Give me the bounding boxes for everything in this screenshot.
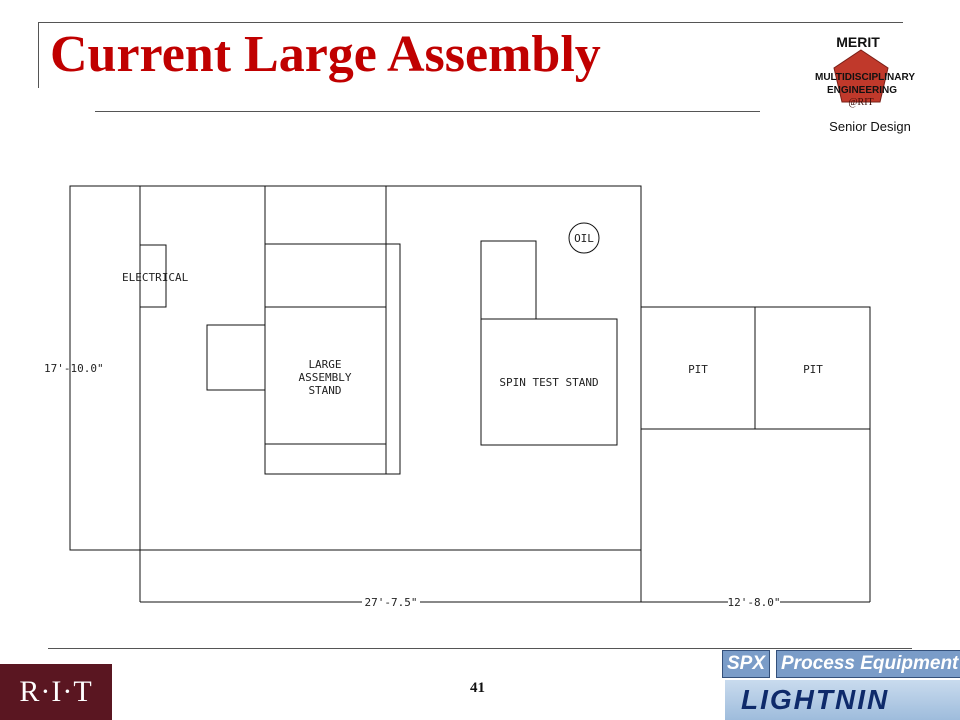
merit-line-rit: @RIT: [848, 97, 874, 108]
merit-senior-design: Senior Design: [829, 119, 911, 134]
title-underline: [95, 111, 760, 112]
label-assembly: ASSEMBLY: [299, 371, 352, 384]
merit-line-engineering: ENGINEERING: [826, 85, 898, 96]
lightnin-logo: LIGHTNIN: [725, 680, 960, 720]
merit-pentagon-icon: [833, 49, 889, 103]
label-pit-right: PIT: [803, 363, 823, 376]
electrical-box: [139, 244, 167, 308]
main-room-outline: [69, 185, 642, 551]
page-number: 41: [470, 680, 485, 696]
merit-title: MERIT: [836, 34, 880, 50]
label-stand: STAND: [308, 384, 341, 397]
slide-top-border: [38, 22, 903, 23]
spin-stand-upper-box: [480, 240, 537, 320]
slide-title: Current Large Assembly: [50, 26, 601, 83]
dimension-width-right: 12'-8.0": [728, 596, 781, 609]
label-large: LARGE: [308, 358, 341, 371]
dimension-height: 17'-10.0": [44, 362, 104, 375]
stand-side-box: [206, 324, 266, 391]
footer-divider: [48, 648, 912, 649]
spin-test-stand-box: [480, 318, 618, 446]
label-spin-test-stand: SPIN TEST STAND: [499, 376, 598, 389]
rit-logo: R·I·T: [0, 664, 112, 720]
dimension-width-main: 27'-7.5": [365, 596, 418, 609]
floor-plan-linework: [69, 185, 871, 603]
merit-line-multidisciplinary: MULTIDISCIPLINARY: [815, 72, 915, 83]
lightnin-label: LIGHTNIN: [741, 684, 890, 715]
label-electrical: ELECTRICAL: [122, 271, 189, 284]
process-equipment-label: Process Equipment: [776, 650, 960, 678]
slide-left-border: [38, 22, 39, 88]
label-oil: OIL: [574, 232, 594, 245]
merit-senior-design-logo: MERIT MULTIDISCIPLINARY ENGINEERING @RIT…: [808, 30, 938, 140]
spx-process-equipment-logo: SPX Process Equipment: [722, 650, 960, 678]
oil-tank-circle: [568, 222, 600, 254]
spx-label: SPX: [722, 650, 771, 678]
label-pit-left: PIT: [688, 363, 708, 376]
